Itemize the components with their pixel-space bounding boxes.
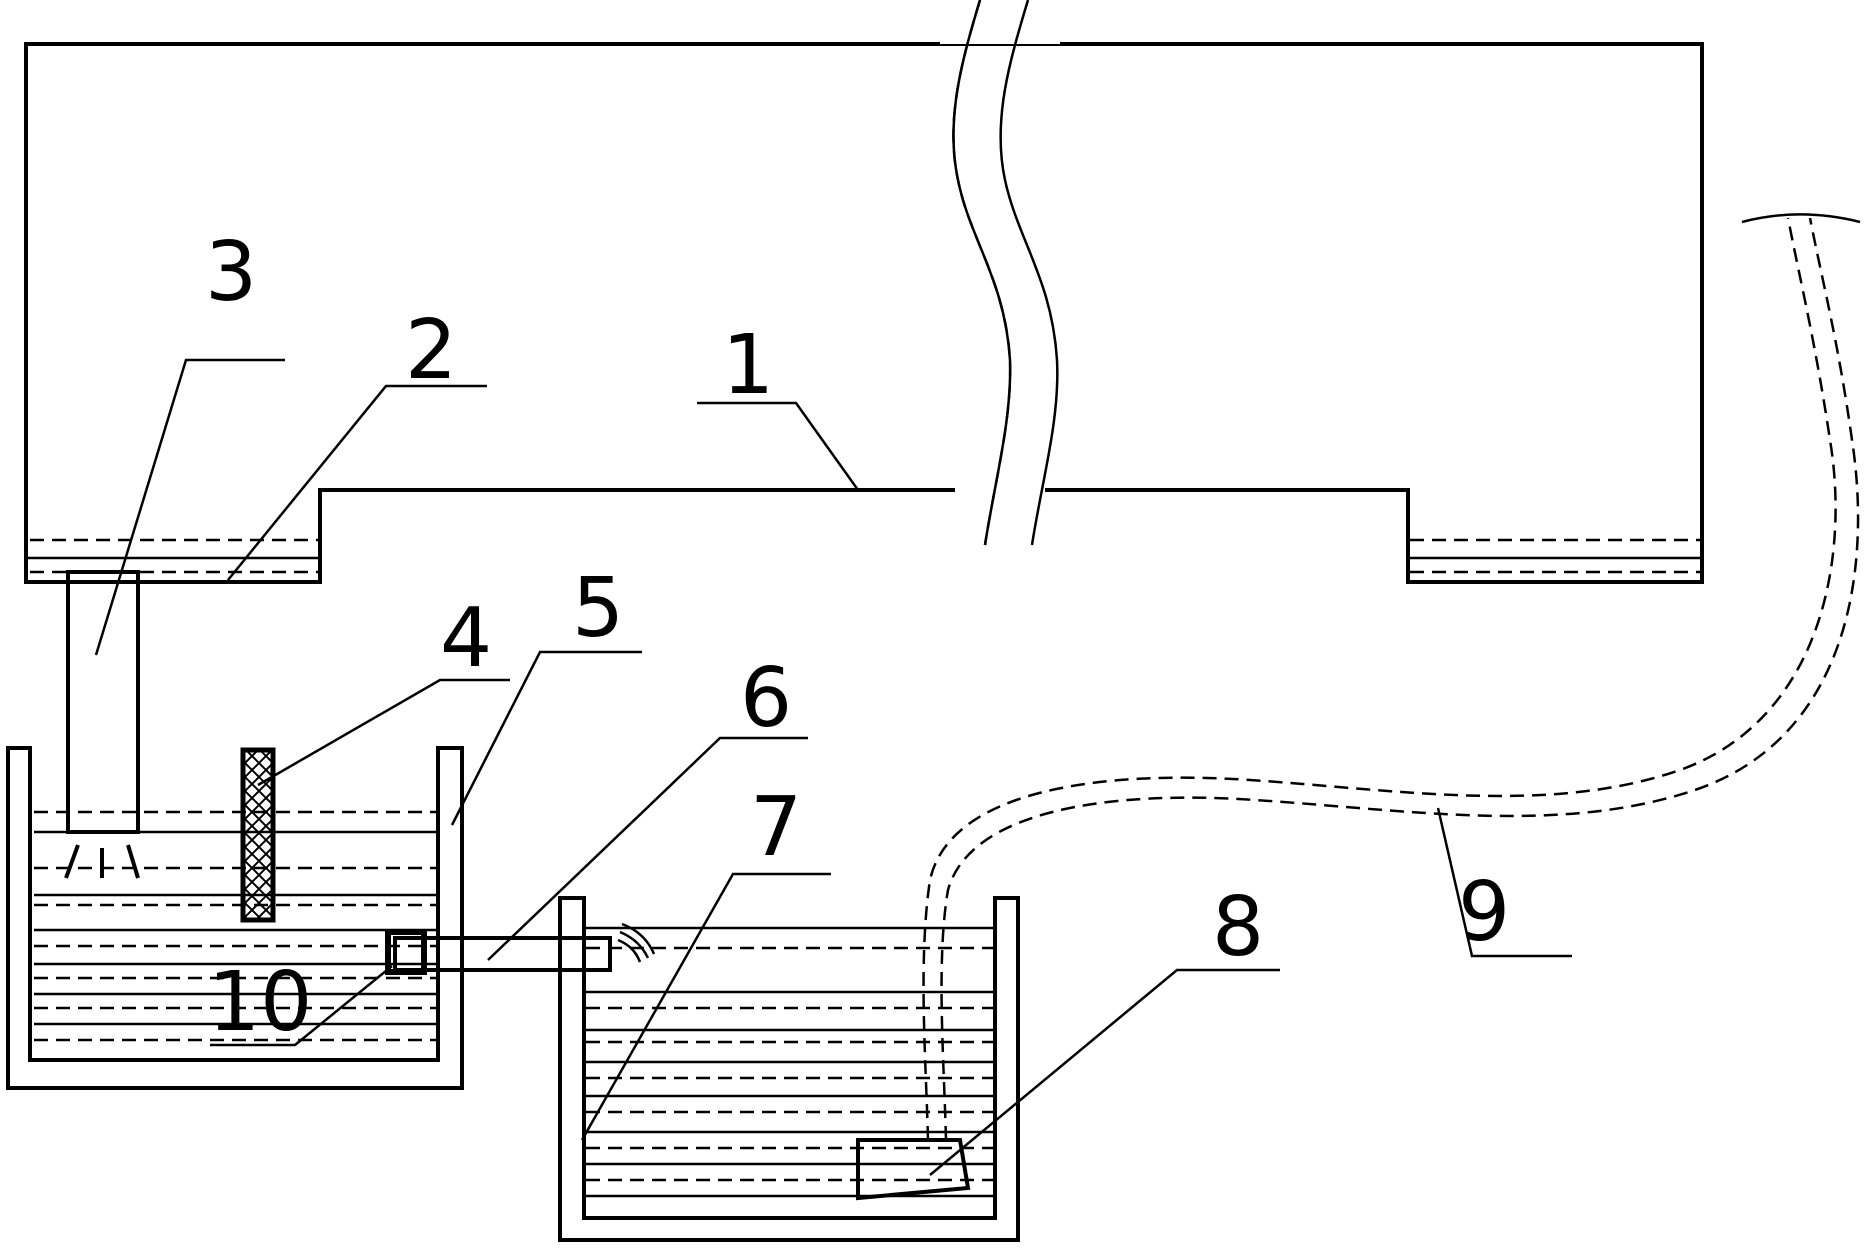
housing-outline [24, 42, 1704, 584]
label-3: 3 [205, 225, 257, 320]
bottom-liner-left [26, 538, 320, 574]
dashed-hose [922, 213, 1861, 1141]
break-line-symbol [940, 0, 1060, 546]
crosshatched-rod [240, 747, 276, 923]
pump-box [856, 1138, 971, 1201]
label-10: 10 [208, 955, 312, 1050]
label-1: 1 [722, 318, 774, 413]
label-4: 4 [440, 591, 492, 686]
reference-labels: 3 2 1 4 5 6 7 8 9 10 [205, 225, 1510, 1050]
label-5: 5 [572, 561, 624, 656]
bottom-liner-right [1408, 538, 1702, 574]
label-6: 6 [740, 651, 792, 746]
leader-lines [94, 358, 1572, 1176]
label-2: 2 [405, 303, 457, 398]
left-tank [6, 746, 464, 1090]
label-8: 8 [1212, 880, 1264, 975]
label-7: 7 [750, 780, 802, 875]
label-9: 9 [1458, 865, 1510, 960]
